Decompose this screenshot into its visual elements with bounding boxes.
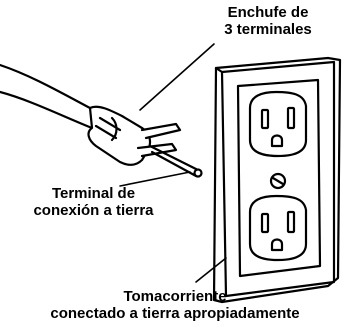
upper-ground-hole — [270, 134, 284, 148]
ground-pin-label: Terminal de conexión a tierra — [6, 185, 181, 219]
outlet-label: Tomacorriente conectado a tierra apropia… — [5, 288, 345, 322]
outlet-label-line2: conectado a tierra apropiadamente — [50, 305, 300, 322]
plug-label-line2: 3 terminales — [224, 21, 312, 38]
lower-slot-right — [286, 210, 296, 234]
plug-body — [87, 105, 152, 166]
ground-leader-line — [119, 171, 191, 187]
plug-leader-line — [139, 43, 215, 111]
wall-plate-bevel — [214, 60, 336, 298]
plug-label: Enchufe de 3 terminales — [198, 4, 338, 38]
lower-slot-left — [260, 212, 270, 234]
ground-label-line2: conexión a tierra — [33, 202, 154, 219]
plug-edge — [110, 116, 118, 142]
outlet-leader-line — [195, 257, 227, 283]
plate-face — [236, 78, 322, 278]
upper-slot-right — [286, 106, 296, 130]
plug-prong-upper — [140, 122, 182, 140]
outlet-label-line1: Tomacorriente — [123, 288, 227, 305]
ground-label-line1: Terminal de — [51, 185, 136, 202]
plug-label-line1: Enchufe de — [227, 4, 309, 21]
ground-pin-tip — [193, 168, 203, 178]
screw-slot — [271, 176, 285, 186]
lower-ground-hole — [270, 238, 284, 252]
power-cord — [0, 63, 94, 130]
upper-slot-left — [260, 108, 270, 130]
